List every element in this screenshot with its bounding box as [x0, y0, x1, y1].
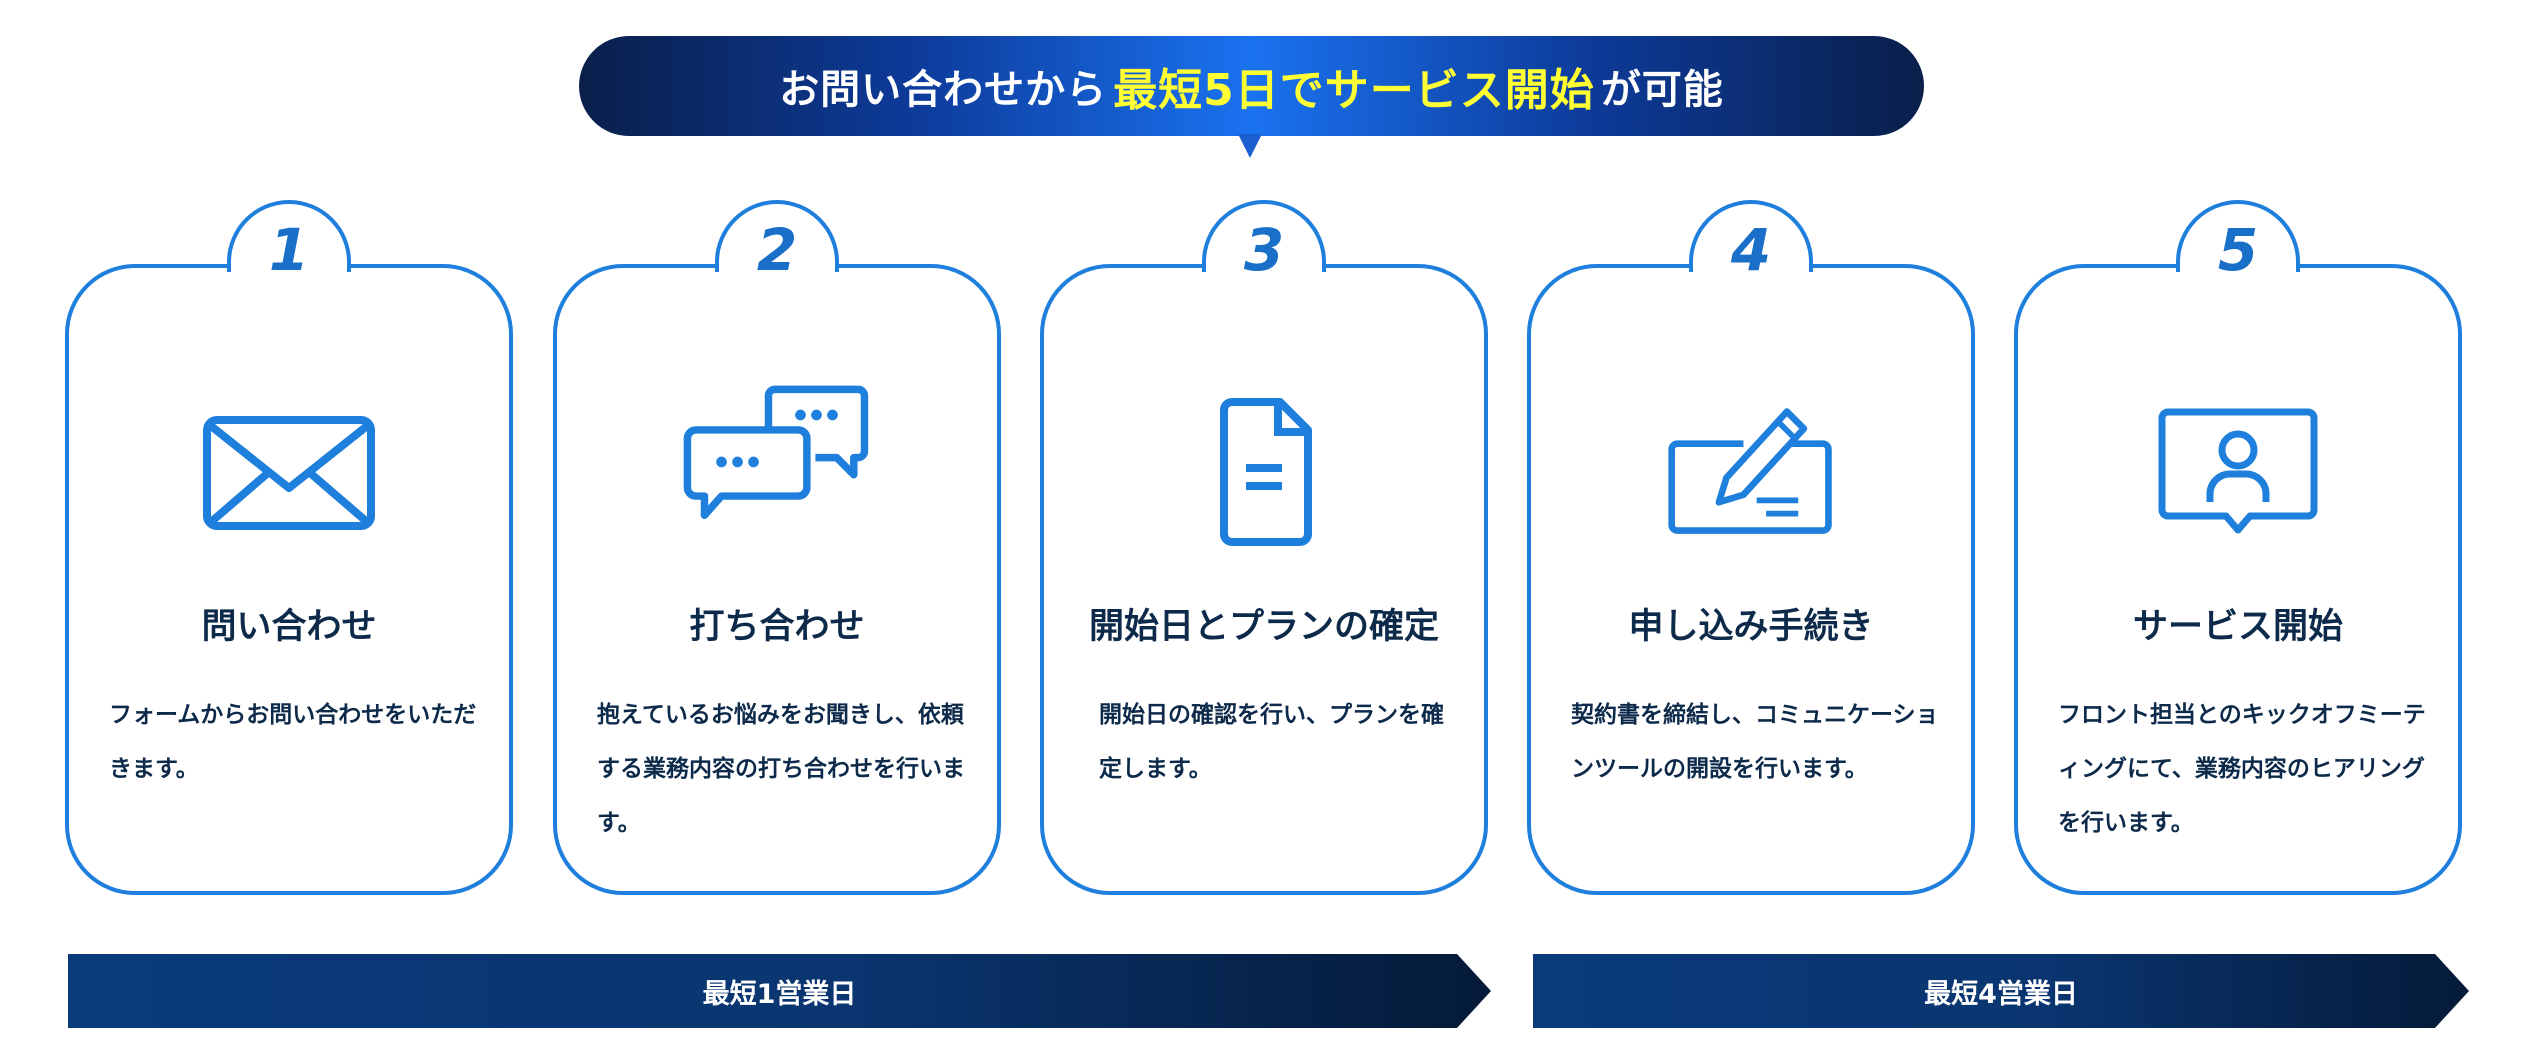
- step-title: 問い合わせ: [201, 607, 377, 647]
- step-number: 1: [268, 216, 310, 284]
- timeline-label: 最短4営業日: [1924, 978, 2078, 1010]
- step-number: 4: [1730, 216, 1772, 284]
- step-title: 開始日とプランの確定: [1088, 607, 1439, 647]
- step-description: 抱えているお悩みをお聞きし、依頼する業務内容の打ち合わせを行います。: [597, 702, 965, 836]
- step-description: フォームからお問い合わせをいただきます。: [109, 702, 477, 782]
- step-description: 契約書を締結し、コミュニケーションツールの開設を行います。: [1571, 702, 1939, 782]
- document-icon: [1220, 398, 1312, 546]
- step-title: 申し込み手続き: [1628, 607, 1874, 647]
- timeline-arrow-1: 最短1営業日: [68, 954, 1491, 1028]
- step-description: フロント担当とのキックオフミーティングにて、業務内容のヒアリングを行います。: [2058, 702, 2426, 836]
- signing-pen-icon: [1668, 408, 1832, 534]
- step-card-2: 2 打ち合わせ 抱えているお悩みをお聞きし、依頼する業務内容の打ち合わせを行いま…: [553, 200, 1001, 895]
- video-meeting-icon: [2158, 408, 2318, 534]
- chat-bubbles-icon: [683, 385, 869, 519]
- banner-pointer: [1238, 134, 1262, 158]
- banner-prefix: お問い合わせから: [779, 67, 1108, 113]
- step-number: 5: [2217, 216, 2259, 284]
- step-card-5: 5 サービス開始 フロント担当とのキックオフミーティングにて、業務内容のヒアリン…: [2014, 200, 2462, 895]
- step-title: サービス開始: [2132, 607, 2343, 647]
- banner-suffix: が可能: [1600, 67, 1724, 113]
- headline-banner: お問い合わせから 最短5日でサービス開始 が可能: [579, 36, 1924, 136]
- banner-highlight: 最短5日でサービス開始: [1113, 65, 1595, 116]
- step-number: 2: [756, 216, 798, 284]
- step-card-4: 4 申し込み手続き 契約書を締結し、コミュニケーションツールの開設を行います。: [1527, 200, 1975, 895]
- step-card-3: 3 開始日とプランの確定 開始日の確認を行い、プランを確定します。: [1040, 200, 1488, 895]
- timeline-label: 最短1営業日: [702, 978, 857, 1010]
- step-number: 3: [1243, 216, 1285, 284]
- step-card-1: 1 問い合わせ フォームからお問い合わせをいただきます。: [65, 200, 513, 895]
- timeline-arrow-2: 最短4営業日: [1533, 954, 2469, 1028]
- step-title: 打ち合わせ: [689, 607, 865, 647]
- envelope-icon: [203, 416, 375, 530]
- step-description: 開始日の確認を行い、プランを確定します。: [1099, 702, 1444, 782]
